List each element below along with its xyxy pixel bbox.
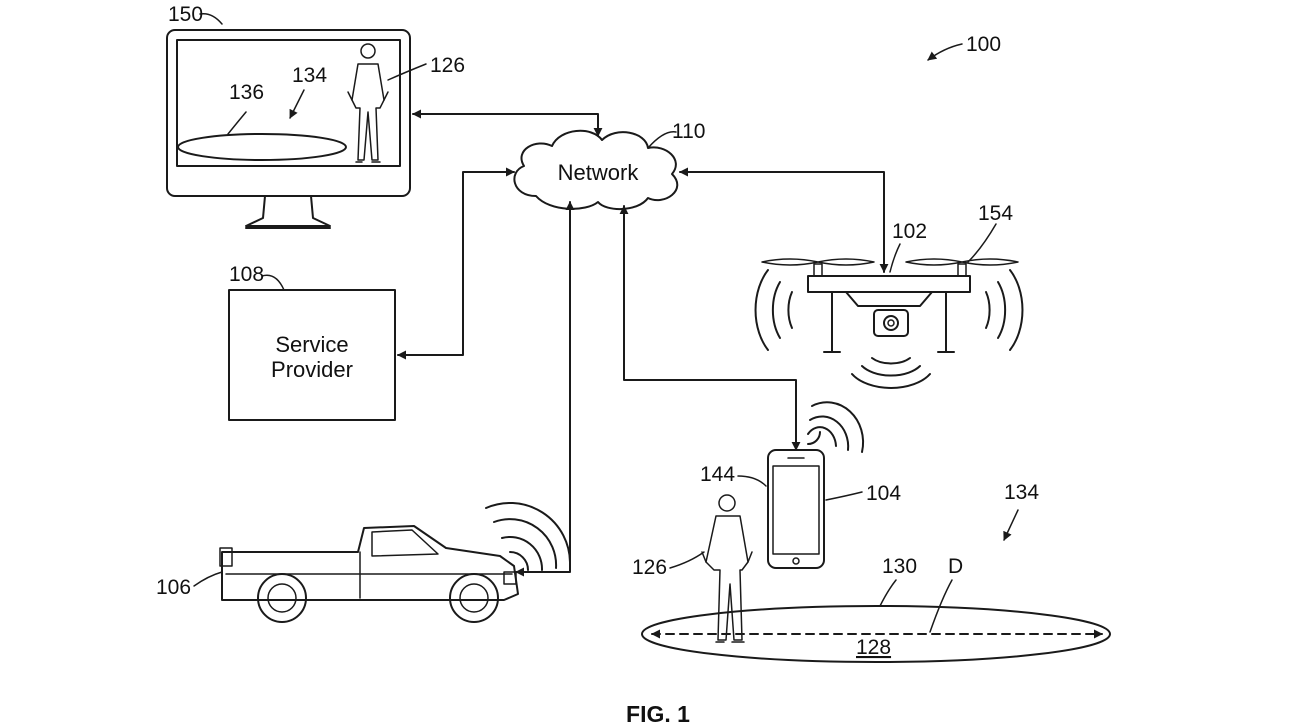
ref-106: 106 <box>156 576 191 599</box>
system-reference: 100 <box>928 33 1001 60</box>
drone: 102 154 <box>756 202 1023 388</box>
monitored-zone: 128 130 D 134 <box>642 481 1110 662</box>
ref-108: 108 <box>229 263 264 286</box>
service-provider-line2: Provider <box>271 357 353 382</box>
ref-102: 102 <box>892 220 927 243</box>
monitor-person-figure <box>348 44 388 162</box>
link-drone-network <box>680 172 884 272</box>
phone-signal-waves <box>808 402 863 452</box>
ref-134-scene: 134 <box>1004 481 1039 504</box>
network-label: Network <box>558 160 640 185</box>
ref-104: 104 <box>866 482 901 505</box>
network-cloud: Network 110 <box>514 120 705 209</box>
link-phone-network <box>624 206 796 450</box>
ref-134-monitor: 134 <box>292 64 327 87</box>
ref-136: 136 <box>229 81 264 104</box>
ref-150: 150 <box>168 3 203 26</box>
ref-154: 154 <box>978 202 1013 225</box>
drone-propellers <box>762 259 1018 276</box>
ref-144: 144 <box>700 463 735 486</box>
scene-person-figure <box>670 495 752 642</box>
figure-caption: FIG. 1 <box>626 701 690 726</box>
ref-128: 128 <box>856 636 891 659</box>
link-truck-network <box>516 202 570 572</box>
pickup-truck: 106 <box>156 503 570 622</box>
distance-label-d: D <box>948 555 963 578</box>
service-provider-line1: Service <box>275 332 348 357</box>
ref-130: 130 <box>882 555 917 578</box>
service-provider-box: Service Provider 108 <box>229 263 395 420</box>
network-connections <box>398 114 884 572</box>
ref-126-scene: 126 <box>632 556 667 579</box>
link-provider-network <box>398 172 514 355</box>
monitor-zone-ellipse <box>178 134 346 160</box>
monitor-display: 150 126 134 136 <box>167 3 465 228</box>
mobile-phone: 144 104 <box>700 402 901 568</box>
ref-100: 100 <box>966 33 1001 56</box>
truck-signal-waves <box>486 503 570 570</box>
ref-126-monitor: 126 <box>430 54 465 77</box>
ref-110: 110 <box>672 120 705 143</box>
